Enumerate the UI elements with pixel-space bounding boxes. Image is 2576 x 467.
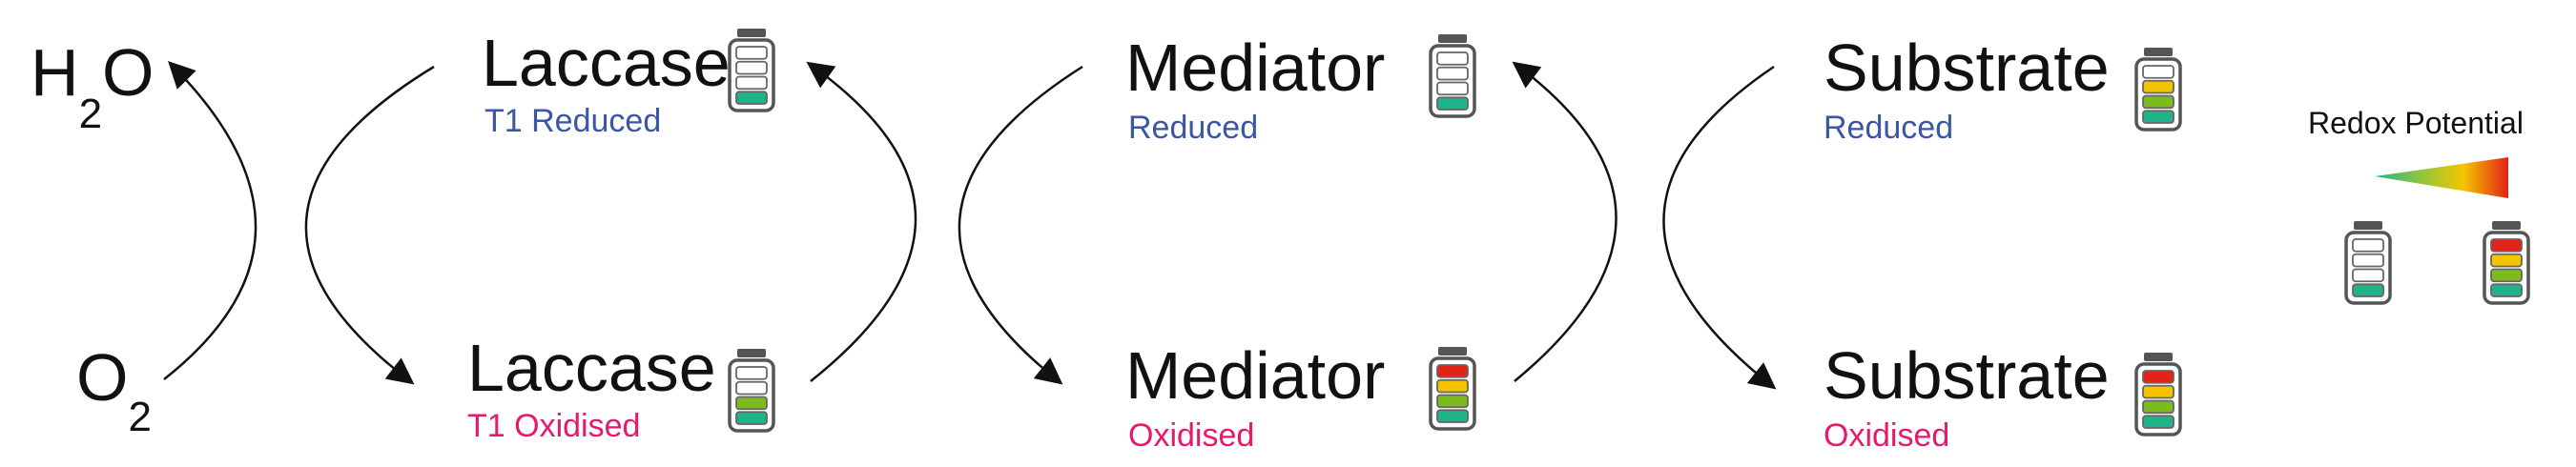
battery-cell-teal [2142,110,2174,124]
state-label: Reduced [1824,110,1953,146]
battery-cap [2492,221,2521,230]
arrow-mediator-reduced-to-oxidised [958,65,1083,385]
battery-cell-teal [1436,409,1469,423]
battery-cell-green [2490,268,2523,283]
battery-cap [1438,347,1467,355]
laccase-reduced: Laccase T1 Reduced [482,26,775,139]
battery-cell-teal [735,411,768,425]
state-label: Oxidised [1128,417,1254,454]
battery-icon [728,29,775,112]
battery-cell-green [735,396,768,411]
legend-high-battery-icon [2483,221,2530,305]
arrow-substrate-reduced-to-mediator [1512,61,1618,382]
species-name: Laccase [482,26,731,100]
battery-cell-yellow [2142,79,2174,94]
oxygen-label: O2 [76,340,152,440]
legend-title: Redox Potential [2308,106,2524,140]
battery-cell-green [2142,94,2174,110]
battery-cell-green [1436,394,1469,409]
battery-cell-teal [1436,96,1469,111]
battery-cell-empty [735,46,768,60]
battery-cell-teal [2490,283,2523,297]
mediator-reduced: Mediator Reduced [1125,30,1476,146]
battery-cap [1438,34,1467,43]
battery-icon [1429,34,1476,118]
arrow-laccase-reduced-to-oxidised [304,65,435,385]
battery-cell-empty [735,75,768,91]
battery-cell-empty [1436,66,1469,81]
battery-cap [2144,353,2173,361]
battery-cell-empty [1436,81,1469,96]
mediator-oxidised: Mediator Oxidised [1125,338,1476,454]
battery-icon [2134,48,2182,132]
arrow-oxygen-to-water [163,61,258,380]
battery-icon [2134,353,2182,437]
state-label: T1 Reduced [484,103,661,139]
species-name: Mediator [1125,338,1385,413]
battery-icon [1429,347,1476,431]
substrate-oxidised: Substrate Oxidised [1824,338,2182,454]
state-label: Oxidised [1824,417,1949,454]
species-name: Mediator [1125,30,1385,105]
battery-cell-empty [2142,65,2174,79]
species-name: Laccase [467,331,716,405]
battery-cell-teal [2352,283,2384,297]
legend-low-battery-icon [2344,221,2392,305]
battery-cell-empty [2352,238,2384,253]
battery-cell-empty [735,60,768,75]
battery-cap [737,29,766,37]
battery-cell-teal [2142,415,2174,429]
battery-cell-empty [2352,268,2384,283]
redox-gradient-wedge [2375,157,2508,198]
battery-cap [2354,221,2382,230]
laccase-oxidised: Laccase T1 Oxidised [467,331,775,444]
battery-cell-red [1436,364,1469,378]
substrate-reduced: Substrate Reduced [1824,30,2182,146]
battery-cell-green [2142,399,2174,415]
water-label: H2O [31,35,155,137]
battery-cell-red [2142,370,2174,384]
battery-cell-red [2490,238,2523,253]
state-label: Reduced [1128,110,1258,146]
battery-cell-yellow [1436,378,1469,394]
battery-cell-empty [2352,253,2384,268]
battery-cell-yellow [2490,253,2523,268]
battery-cap [737,349,766,357]
arrow-substrate-reduced-to-oxidised [1662,65,1777,390]
state-label: T1 Oxidised [467,408,640,444]
battery-icon [728,349,775,433]
redox-legend: Redox Potential [2308,106,2530,305]
arrow-mediator-reduced-to-laccase [806,61,917,382]
species-name: Substrate [1824,338,2110,413]
battery-cell-yellow [2142,384,2174,399]
battery-cell-empty [1436,51,1469,66]
battery-cap [2144,48,2173,56]
battery-cell-teal [735,91,768,105]
battery-cell-empty [735,366,768,380]
battery-cell-empty [735,380,768,396]
species-name: Substrate [1824,30,2110,105]
